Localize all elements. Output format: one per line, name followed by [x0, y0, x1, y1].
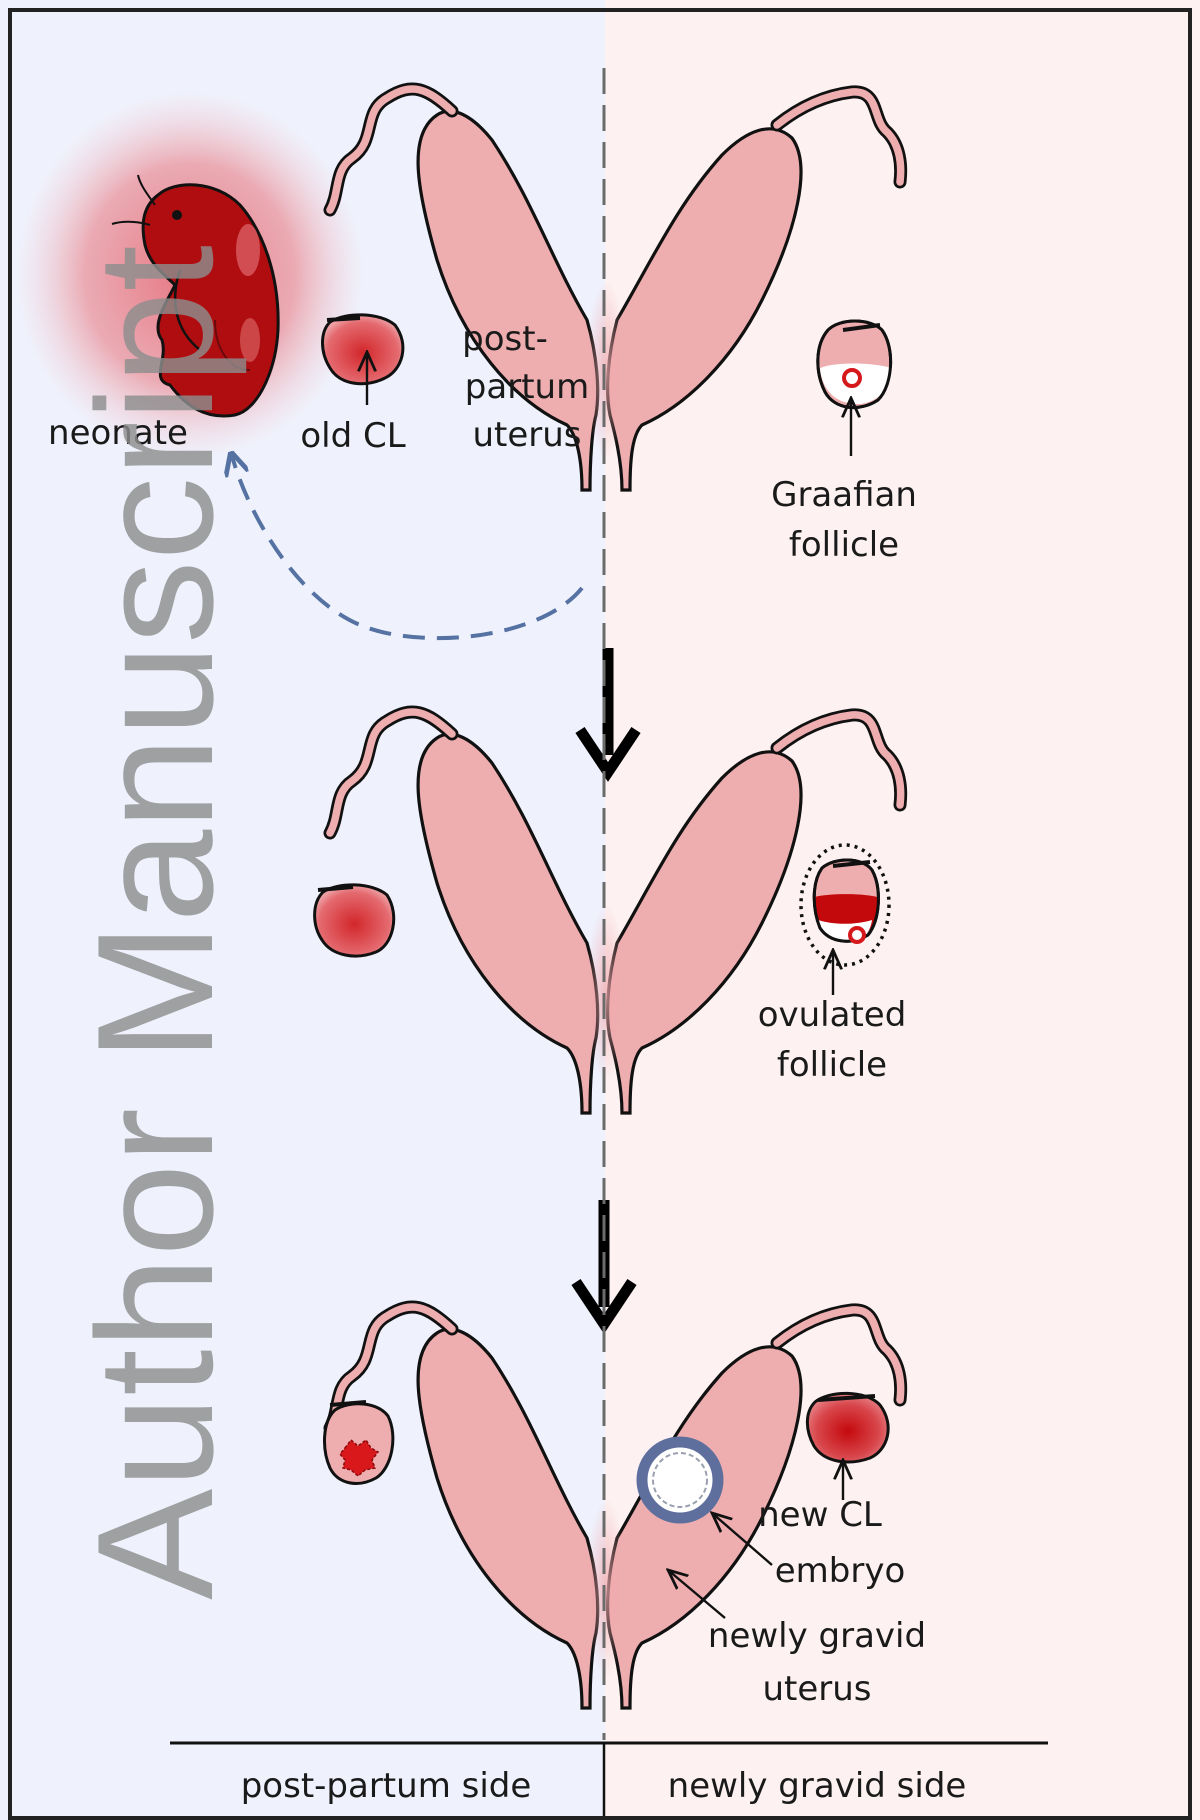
label-graafian-2: follicle	[789, 525, 899, 565]
old-cl-ovary-panel-2	[315, 885, 394, 956]
label-embryo: embryo	[775, 1551, 906, 1591]
footer-post-partum-side: post-partum side	[241, 1766, 532, 1806]
label-gravid-1: newly gravid	[708, 1616, 926, 1656]
old-cl-ovary-panel-1	[323, 315, 403, 384]
label-pp-uterus-1: post-	[462, 319, 548, 359]
label-gravid-2: uterus	[762, 1669, 871, 1709]
label-old-cl: old CL	[300, 416, 405, 456]
graafian-ovary	[818, 321, 892, 408]
label-ovulated-2: follicle	[777, 1045, 887, 1085]
label-new-cl: new CL	[758, 1495, 882, 1535]
label-pp-uterus-3: uterus	[472, 415, 581, 455]
label-graafian-1: Graafian	[771, 475, 917, 515]
footer-newly-gravid-side: newly gravid side	[668, 1766, 967, 1806]
regressing-cl-ovary	[325, 1402, 393, 1483]
author-manuscript-watermark: Author Manuscript	[63, 245, 247, 1600]
label-ovulated-1: ovulated	[758, 995, 907, 1035]
embryo	[642, 1442, 718, 1518]
label-pp-uterus-2: partum	[465, 367, 589, 407]
new-cl-ovary	[807, 1393, 888, 1462]
